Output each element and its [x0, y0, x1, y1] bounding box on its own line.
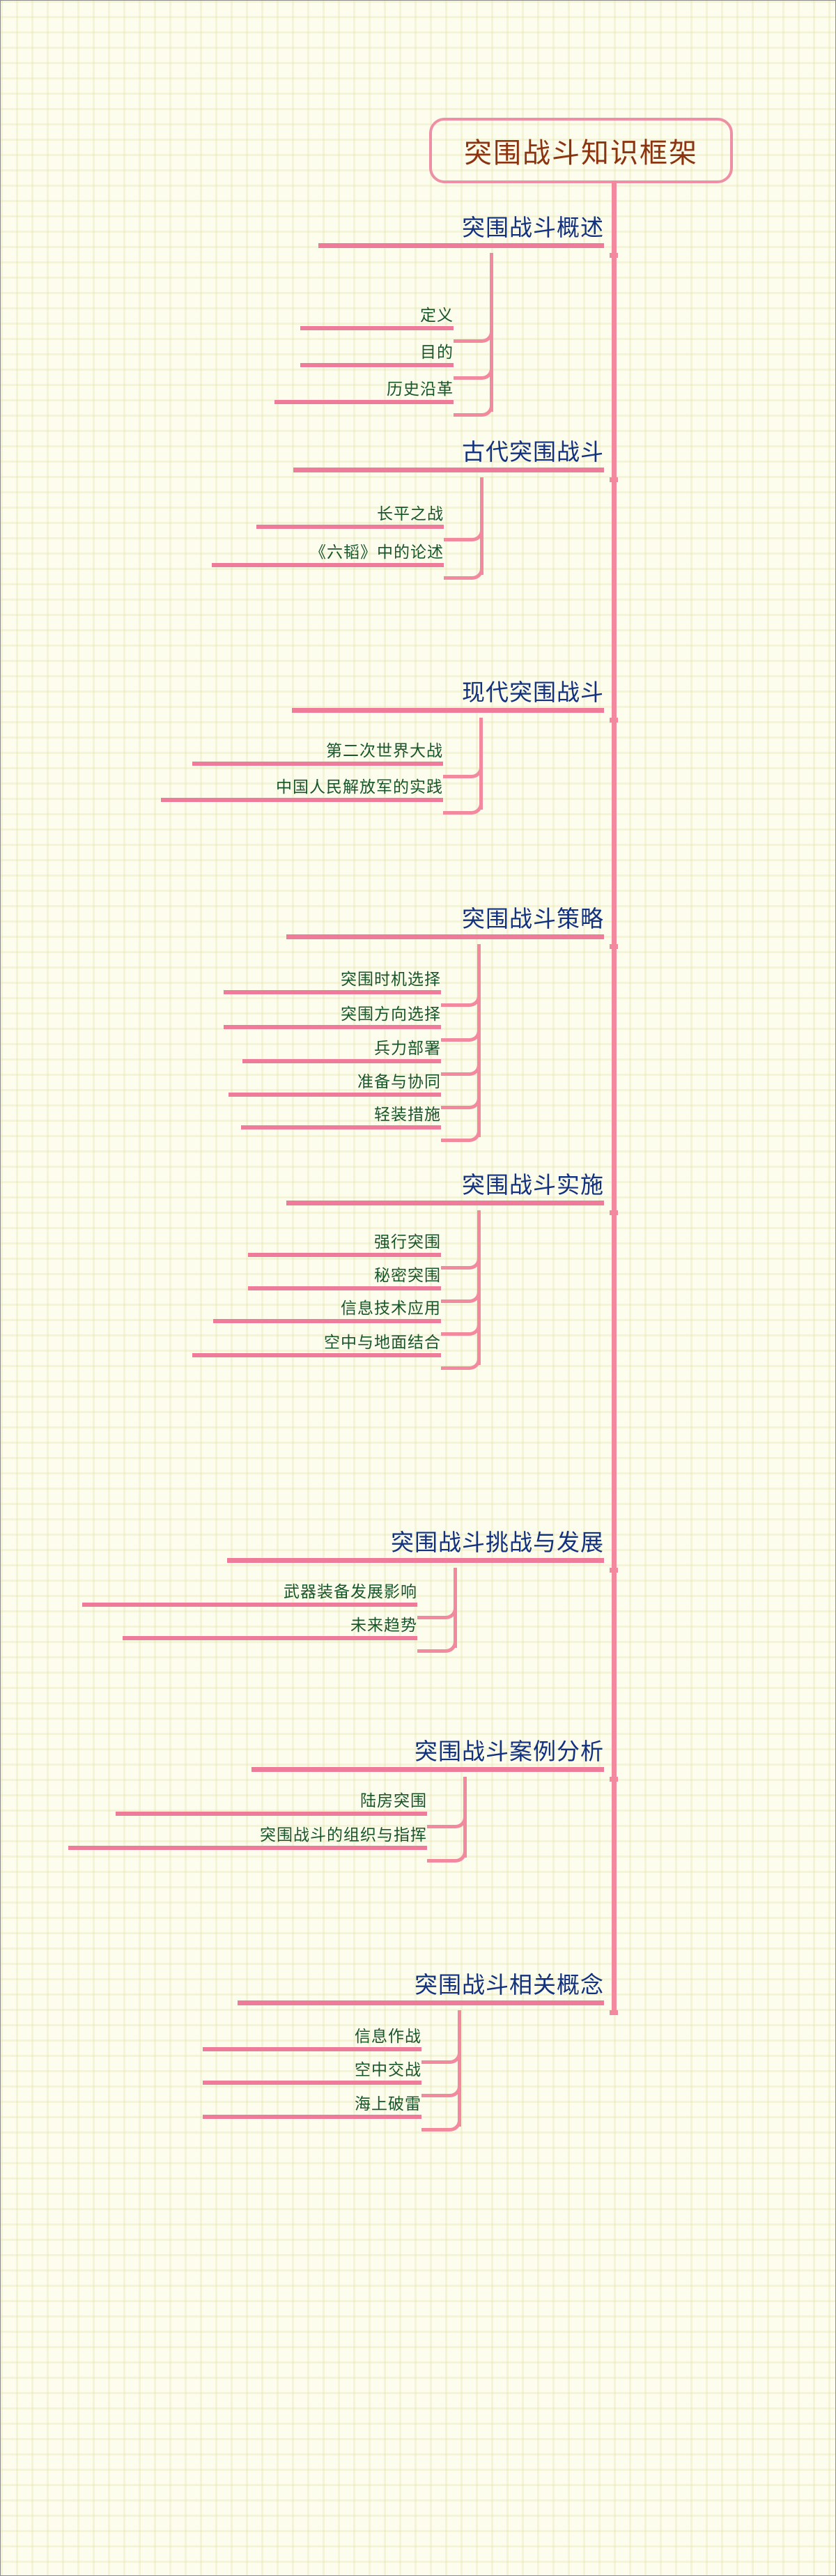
leaf-underline	[203, 2115, 421, 2120]
leaf-node-label: 兵力部署	[374, 1040, 441, 1057]
leaf-node-label: 《六韬》中的论述	[310, 543, 444, 561]
leaf-underline	[224, 990, 441, 995]
leaf-node-label: 秘密突围	[374, 1267, 441, 1284]
leaf-underline	[248, 1253, 441, 1258]
leaf-node-label: 未来趋势	[350, 1617, 417, 1634]
leaf-node[interactable]: 强行突围	[248, 1233, 441, 1258]
leaf-node-label: 定义	[420, 307, 454, 324]
leaf-node-label: 信息作战	[355, 2028, 421, 2045]
leaf-node-label: 突围方向选择	[341, 1005, 441, 1023]
leaf-underline	[274, 400, 454, 405]
leaf-underline	[192, 1353, 441, 1358]
leaf-underline	[203, 2081, 421, 2085]
leaf-node[interactable]: 信息作战	[203, 2028, 421, 2052]
leaf-node[interactable]: 第二次世界大战	[192, 742, 443, 766]
branch-node[interactable]: 现代突围战斗	[292, 681, 604, 713]
leaf-node-label: 突围战斗的组织与指挥	[260, 1826, 427, 1844]
leaf-node[interactable]: 《六韬》中的论述	[212, 543, 444, 568]
branch-node[interactable]: 突围战斗实施	[286, 1174, 604, 1205]
leaf-underline	[82, 1603, 417, 1607]
leaf-node[interactable]: 未来趋势	[123, 1617, 417, 1641]
branch-node-label: 古代突围战斗	[462, 440, 604, 465]
leaf-node-label: 海上破雷	[355, 2095, 421, 2113]
leaf-underline	[229, 1093, 441, 1097]
leaf-underline	[242, 1059, 441, 1064]
branch-node[interactable]: 突围战斗案例分析	[251, 1741, 604, 1772]
leaf-node-label: 长平之战	[377, 505, 444, 523]
leaf-node-label: 突围时机选择	[341, 971, 441, 988]
branch-underline	[293, 467, 604, 472]
branch-node-label: 突围战斗案例分析	[415, 1740, 604, 1765]
leaf-node-label: 历史沿革	[387, 380, 454, 398]
leaf-node[interactable]: 准备与协同	[229, 1073, 441, 1097]
branch-node-label: 突围战斗挑战与发展	[391, 1531, 604, 1556]
root-node-label: 突围战斗知识框架	[464, 137, 698, 169]
leaf-underline	[192, 762, 443, 766]
leaf-node-label: 强行突围	[374, 1233, 441, 1251]
leaf-node[interactable]: 长平之战	[256, 505, 444, 530]
leaf-underline	[203, 2047, 421, 2052]
leaf-underline	[161, 798, 443, 803]
leaf-node-label: 第二次世界大战	[326, 742, 443, 759]
branch-node-label: 突围战斗策略	[462, 907, 604, 932]
leaf-underline	[241, 1125, 441, 1130]
leaf-node[interactable]: 空中交战	[203, 2061, 421, 2085]
leaf-underline	[256, 525, 444, 530]
leaf-node[interactable]: 中国人民解放军的实践	[161, 778, 443, 803]
branch-underline	[286, 934, 604, 939]
branch-node-label: 突围战斗相关概念	[415, 1973, 604, 1998]
leaf-node[interactable]: 定义	[300, 307, 454, 331]
leaf-node[interactable]: 秘密突围	[248, 1267, 441, 1291]
leaf-node[interactable]: 信息技术应用	[213, 1299, 441, 1324]
leaf-underline	[300, 363, 454, 368]
root-node[interactable]: 突围战斗知识框架	[429, 118, 733, 183]
leaf-node[interactable]: 兵力部署	[242, 1040, 441, 1064]
leaf-node-label: 陆房突围	[360, 1792, 427, 1810]
leaf-node[interactable]: 突围战斗的组织与指挥	[68, 1826, 427, 1851]
leaf-underline	[248, 1286, 441, 1291]
branch-node-label: 突围战斗实施	[462, 1173, 604, 1198]
branch-node[interactable]: 突围战斗相关概念	[238, 1974, 604, 2005]
branch-node[interactable]: 突围战斗策略	[286, 908, 604, 939]
leaf-node-label: 武器装备发展影响	[284, 1583, 417, 1601]
branch-underline	[286, 1200, 604, 1205]
leaf-underline	[116, 1812, 427, 1817]
leaf-underline	[68, 1846, 427, 1851]
branch-underline	[238, 2000, 604, 2005]
leaf-node-label: 目的	[420, 344, 454, 361]
leaf-node[interactable]: 海上破雷	[203, 2095, 421, 2120]
leaf-underline	[224, 1025, 441, 1030]
leaf-underline	[123, 1636, 417, 1641]
leaf-node-label: 空中与地面结合	[324, 1334, 441, 1351]
leaf-node[interactable]: 突围方向选择	[224, 1005, 441, 1030]
leaf-underline	[300, 326, 454, 331]
branch-node-label: 现代突围战斗	[462, 681, 604, 706]
leaf-node[interactable]: 陆房突围	[116, 1792, 427, 1817]
branch-node[interactable]: 古代突围战斗	[293, 441, 604, 472]
leaf-underline	[212, 563, 444, 568]
leaf-underline	[213, 1319, 441, 1324]
leaf-node[interactable]: 历史沿革	[274, 380, 454, 405]
leaf-node-label: 中国人民解放军的实践	[276, 778, 443, 796]
branch-underline	[318, 242, 604, 248]
branch-node[interactable]: 突围战斗挑战与发展	[227, 1532, 604, 1563]
branch-node[interactable]: 突围战斗概述	[318, 217, 604, 248]
leaf-node[interactable]: 突围时机选择	[224, 971, 441, 995]
branch-underline	[227, 1557, 604, 1563]
leaf-node[interactable]: 武器装备发展影响	[82, 1583, 417, 1607]
leaf-node-label: 轻装措施	[374, 1106, 441, 1123]
leaf-node[interactable]: 轻装措施	[241, 1106, 441, 1130]
leaf-node-label: 准备与协同	[357, 1073, 441, 1090]
branch-node-label: 突围战斗概述	[462, 216, 604, 241]
leaf-node-label: 空中交战	[355, 2061, 421, 2078]
leaf-node[interactable]: 空中与地面结合	[192, 1334, 441, 1358]
branch-underline	[251, 1766, 604, 1772]
branch-underline	[292, 707, 604, 713]
leaf-node[interactable]: 目的	[300, 344, 454, 368]
leaf-node-label: 信息技术应用	[341, 1299, 441, 1317]
